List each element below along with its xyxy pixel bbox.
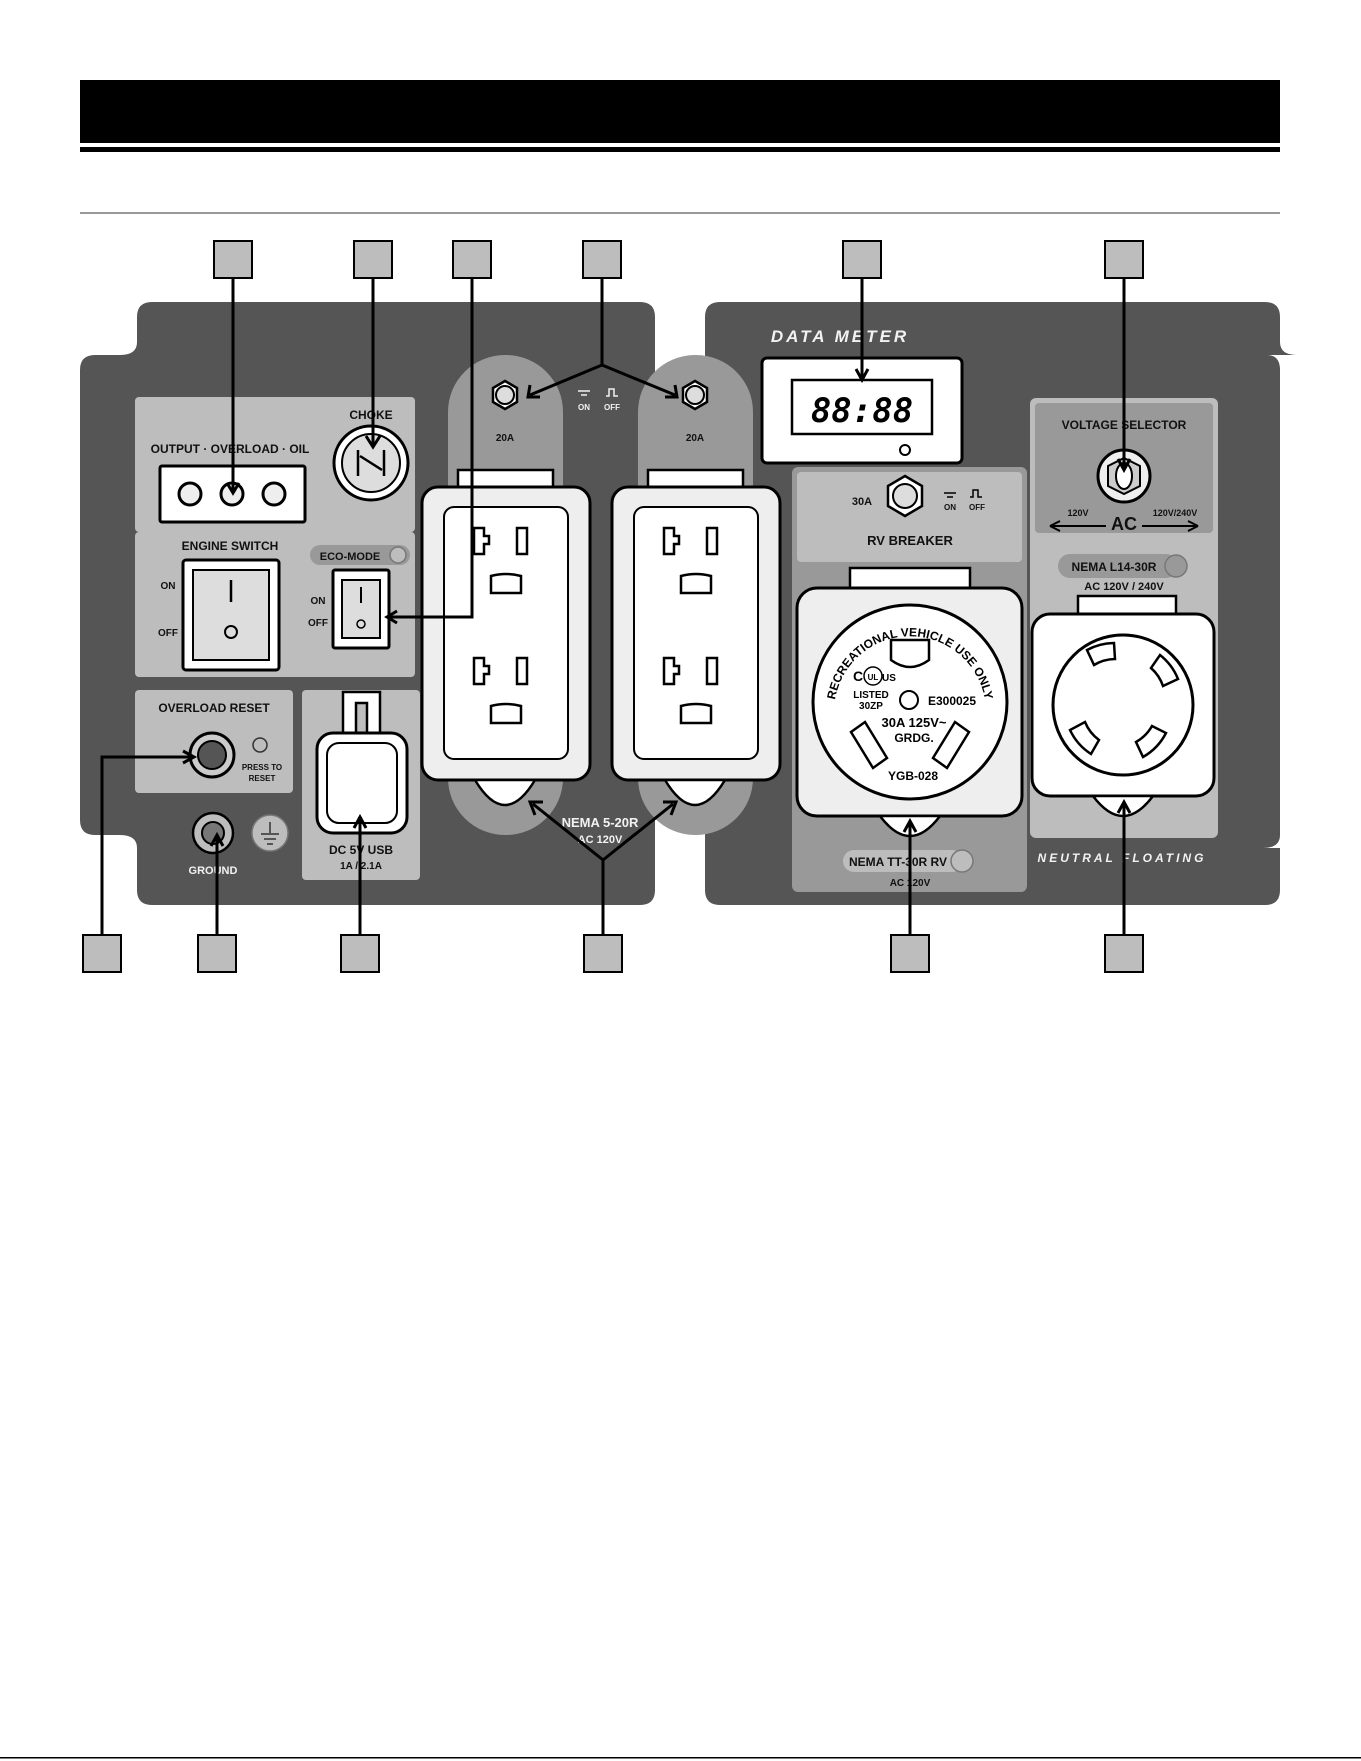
v120-240-label: 120V/240V (1153, 508, 1198, 518)
overload-reset-button-face (197, 740, 227, 770)
rv-30a-label: 30A (852, 496, 872, 508)
overload-reset-section: OVERLOAD RESET PRESS TO RESET (135, 690, 293, 793)
rv-off-label: OFF (969, 503, 985, 512)
outlet-left-cover-tab[interactable] (472, 778, 538, 807)
breaker-off-label: OFF (604, 403, 620, 412)
right-panel-ear (1240, 355, 1280, 835)
output-indicator-light (177, 481, 203, 507)
grdg-label: GRDG. (894, 731, 933, 745)
rv-off-symbol-icon (970, 489, 982, 498)
ac-120-240-label: AC 120V / 240V (1084, 581, 1164, 593)
listed-label: LISTED (853, 690, 889, 701)
outlet-right-nema-520[interactable] (610, 468, 782, 807)
engine-off-label: OFF (158, 628, 178, 639)
breaker-right-label: 20A (686, 433, 704, 444)
ul-label: UL (868, 673, 879, 682)
leader-lines (100, 276, 1132, 937)
press-finger-icon (252, 737, 268, 753)
usb-section: DC 5V USB 1A / 2.1A (302, 690, 420, 880)
engine-switch-label: ENGINE SWITCH (182, 539, 279, 553)
arrow-left-icon (1049, 520, 1106, 532)
rv-breaker-label: RV BREAKER (867, 533, 953, 548)
callout-box (213, 240, 253, 279)
data-meter-label: DATA METER (771, 327, 909, 346)
callout-box (353, 240, 393, 279)
ul-c-label: C (853, 668, 863, 684)
rv-truck-icon (950, 849, 974, 873)
l14-section: VOLTAGE SELECTOR 120V AC 120V/240V NEMA … (1030, 398, 1218, 838)
callout-box (340, 934, 380, 973)
indicators-label: OUTPUT · OVERLOAD · OIL (151, 442, 310, 456)
v120-label: 120V (1067, 508, 1088, 518)
arrow-right-icon (1142, 520, 1199, 532)
callout-box (583, 934, 623, 973)
section-rule (80, 212, 1280, 214)
ground-label: GROUND (189, 865, 238, 877)
off-symbol-icon (224, 625, 238, 639)
ground-icon (261, 822, 279, 845)
l14-icon (1164, 554, 1188, 578)
leaf-icon (389, 546, 407, 564)
breaker-off-symbol-icon (606, 388, 618, 397)
meter-mode-button[interactable] (899, 444, 911, 456)
oil-indicator-light (261, 481, 287, 507)
rv-on-symbol-icon (944, 492, 956, 498)
overload-reset-label: OVERLOAD RESET (158, 701, 270, 715)
breaker-on-label: ON (578, 403, 590, 412)
ac-120v-label-a: AC 120V (578, 834, 623, 846)
meter-display: 88:88 (811, 391, 913, 431)
model-label: YGB-028 (888, 769, 938, 783)
header-bar (80, 80, 1280, 143)
eco-off-symbol-icon (356, 619, 366, 629)
choke-label: CHOKE (349, 408, 392, 422)
eco-mode-label: ECO-MODE (320, 551, 381, 563)
data-meter: 88:88 (760, 356, 964, 465)
callout-box (1104, 934, 1144, 973)
rv-on-label: ON (944, 503, 956, 512)
engine-section: ENGINE SWITCH ON OFF ECO-MODE ON OFF (135, 532, 415, 677)
ac-label: AC (1111, 514, 1137, 534)
callout-box (452, 240, 492, 279)
callout-box (82, 934, 122, 973)
nema-tt30r-label: NEMA TT-30R RV (849, 855, 947, 869)
breaker-on-symbol-icon (578, 390, 590, 396)
callout-box (197, 934, 237, 973)
eco-on-label: ON (311, 596, 326, 607)
choke-section: CHOKE (325, 397, 415, 532)
rating-label: 30A 125V~ (882, 715, 947, 730)
footer-rule (0, 1757, 1361, 1759)
twist-lock-slot-icon (1085, 641, 1117, 667)
callout-box (1104, 240, 1144, 279)
nema-520-label: NEMA 5-20R (562, 815, 639, 830)
reset-label: RESET (249, 774, 276, 783)
breaker-left-label: 20A (496, 433, 514, 444)
ul-us-label: US (882, 673, 896, 684)
usb-port-cover[interactable] (315, 731, 409, 835)
ul-logo-icon (863, 666, 883, 686)
callout-box (842, 240, 882, 279)
eco-off-label: OFF (308, 618, 328, 629)
press-to-label: PRESS TO (242, 763, 282, 772)
cert-label: E300025 (928, 694, 976, 708)
callout-box (582, 240, 622, 279)
receptacle-slot-icon (472, 526, 491, 556)
nema-l14-label: NEMA L14-30R (1072, 560, 1157, 574)
outlet-left-nema-520[interactable] (420, 468, 592, 807)
choke-icon (356, 450, 386, 476)
engine-on-label: ON (161, 581, 176, 592)
neutral-floating-label: NEUTRAL FLOATING (1038, 851, 1207, 865)
callout-box (890, 934, 930, 973)
header-rule (80, 147, 1280, 152)
listed-code-label: 30ZP (859, 701, 883, 712)
outlet-right-cover-tab[interactable] (662, 778, 728, 807)
